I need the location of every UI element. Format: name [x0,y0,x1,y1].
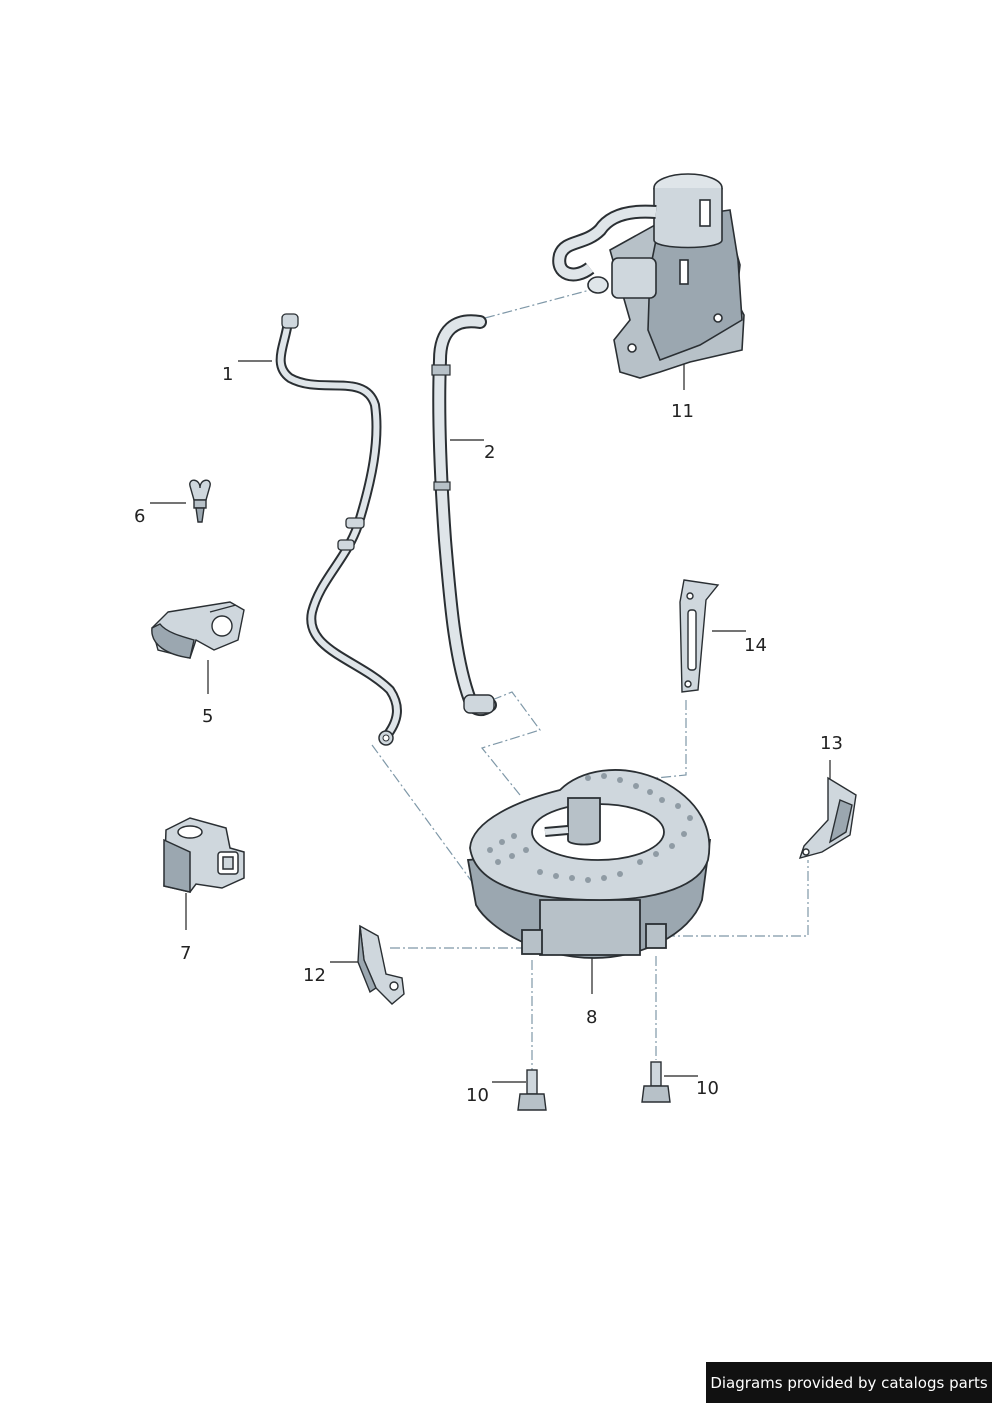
attribution-text: Diagrams provided by catalogs parts [710,1373,988,1392]
callout-11: 11 [671,401,694,422]
part-12-bracket [357,924,405,1005]
part-2-hose [431,314,497,717]
part-5-clamp [151,601,245,659]
part-1-hose [275,313,402,746]
callout-7: 7 [180,943,192,964]
callout-8: 8 [586,1007,598,1028]
part-7-holder [163,817,245,893]
callout-10-right: 10 [696,1078,719,1099]
callout-2: 2 [484,442,496,463]
connection-lines [371,289,809,1070]
attribution-footer: Diagrams provided by catalogs parts [706,1362,992,1403]
part-8-canister [466,769,712,959]
part-10-bolt-left [517,1069,547,1111]
part-14-bracket [679,579,720,693]
callout-12: 12 [303,965,326,986]
part-10-bolt-right [641,1061,671,1103]
part-13-bracket [798,776,857,860]
callout-6: 6 [134,506,146,527]
part-11-canister-bracket [552,173,745,379]
callout-5: 5 [202,706,214,727]
callout-13: 13 [820,733,843,754]
callout-1: 1 [222,364,234,385]
callout-14: 14 [744,635,767,656]
callout-10-left: 10 [466,1085,489,1106]
part-6-clip [189,479,211,523]
